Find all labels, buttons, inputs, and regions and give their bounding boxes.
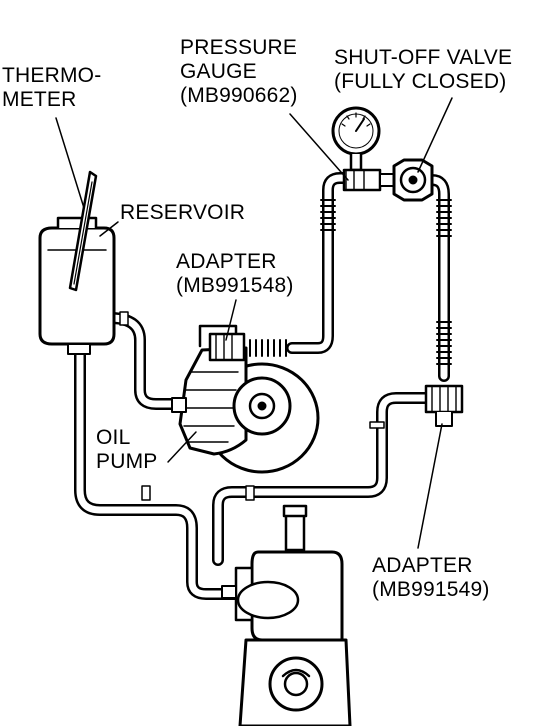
label-thermometer-line1: THERMO- bbox=[2, 64, 102, 87]
tee-hex bbox=[345, 169, 365, 191]
leader-oil-pump bbox=[167, 431, 197, 463]
hose-clamp bbox=[141, 485, 151, 501]
gauge-ticks bbox=[341, 112, 371, 127]
gear-clip bbox=[281, 668, 311, 678]
hose-fitting-right bbox=[436, 199, 452, 237]
gear-input-spline bbox=[282, 504, 308, 518]
tee-body bbox=[342, 168, 382, 192]
steering-gear-box bbox=[221, 504, 352, 726]
label-pressure-gauge: PRESSURE GAUGE (MB990662) bbox=[180, 36, 298, 108]
thermometer bbox=[68, 170, 98, 292]
label-adapter-mb991548-line1: ADAPTER bbox=[176, 250, 277, 273]
adapter-lower-nipple bbox=[435, 411, 453, 427]
label-reservoir: RESERVOIR bbox=[120, 201, 245, 225]
leader-pressure-gauge bbox=[289, 113, 349, 181]
label-thermometer: THERMO- METER bbox=[2, 64, 101, 112]
label-shut-off-valve-line2: (FULLY CLOSED) bbox=[334, 70, 507, 93]
label-pressure-gauge-line2: GAUGE bbox=[180, 60, 257, 83]
hose-fitting-left bbox=[320, 199, 336, 231]
shut-off-valve bbox=[392, 158, 434, 202]
leader-shut-off-valve bbox=[417, 97, 453, 173]
label-adapter-mb991549-line1: ADAPTER bbox=[372, 554, 473, 577]
leader-lines bbox=[55, 97, 453, 549]
pump-pulley-bolt bbox=[257, 401, 267, 411]
hose-return-inner bbox=[76, 348, 240, 598]
hose-clamp bbox=[245, 485, 255, 501]
label-shut-off-valve: SHUT-OFF VALVE (FULLY CLOSED) bbox=[334, 46, 512, 94]
tee-fitting bbox=[342, 168, 395, 192]
gauge-needle bbox=[355, 118, 365, 132]
hose-fitting-pump-outlet bbox=[243, 339, 287, 357]
adapter-mb991548 bbox=[208, 332, 246, 362]
hose-valve-adapter-inner bbox=[428, 176, 448, 380]
reservoir-outlet bbox=[67, 343, 91, 355]
label-oil-pump-line2: PUMP bbox=[96, 450, 158, 473]
hose-pump-gauge-inner bbox=[288, 174, 352, 352]
thermometer-bore bbox=[73, 181, 93, 285]
label-adapter-mb991548-line2: (MB991548) bbox=[176, 274, 294, 297]
label-pressure-gauge-line3: (MB990662) bbox=[180, 84, 298, 107]
label-shut-off-valve-line1: SHUT-OFF VALVE bbox=[334, 46, 513, 69]
gear-port bbox=[221, 585, 237, 599]
hose-network bbox=[72, 172, 452, 600]
label-adapter-mb991549-line2: (MB991549) bbox=[372, 578, 490, 601]
hose-fitting-lower-right bbox=[436, 321, 452, 365]
gear-sector-hub bbox=[283, 671, 309, 697]
adapter-lower-hex bbox=[431, 385, 457, 413]
label-adapter-mb991548: ADAPTER (MB991548) bbox=[176, 250, 294, 298]
hose-gear-adapter-inner bbox=[214, 394, 434, 564]
label-pressure-gauge-line1: PRESSURE bbox=[180, 36, 298, 59]
label-oil-pump: OIL PUMP bbox=[96, 426, 157, 474]
gauge-stem bbox=[349, 152, 363, 172]
pump-inlet bbox=[171, 397, 187, 413]
adapter-mb991549 bbox=[424, 384, 464, 427]
label-reservoir-text: RESERVOIR bbox=[120, 201, 246, 224]
hose-clamp bbox=[119, 311, 129, 326]
leader-adapter-bottom bbox=[417, 423, 443, 549]
reservoir-cap bbox=[56, 216, 98, 230]
pump-fins bbox=[183, 371, 239, 443]
adapter-upper-hex bbox=[215, 333, 233, 361]
leader-adapter-top bbox=[225, 299, 237, 341]
label-adapter-mb991549: ADAPTER (MB991549) bbox=[372, 554, 490, 602]
leader-thermometer bbox=[55, 117, 85, 209]
leader-reservoir bbox=[99, 221, 119, 237]
oil-pump bbox=[171, 324, 320, 474]
adapter-lower-body bbox=[424, 384, 464, 414]
valve-handwheel-hub bbox=[408, 175, 418, 185]
gear-input-shaft bbox=[284, 510, 306, 552]
hose-pump-gauge-outer bbox=[286, 172, 354, 354]
label-thermometer-line2: METER bbox=[2, 88, 77, 111]
pressure-gauge bbox=[331, 106, 381, 172]
hose-clamp bbox=[369, 421, 385, 429]
label-oil-pump-line1: OIL bbox=[96, 426, 131, 449]
gear-side-cover bbox=[236, 580, 300, 620]
tee-to-valve-pipe bbox=[379, 173, 395, 187]
